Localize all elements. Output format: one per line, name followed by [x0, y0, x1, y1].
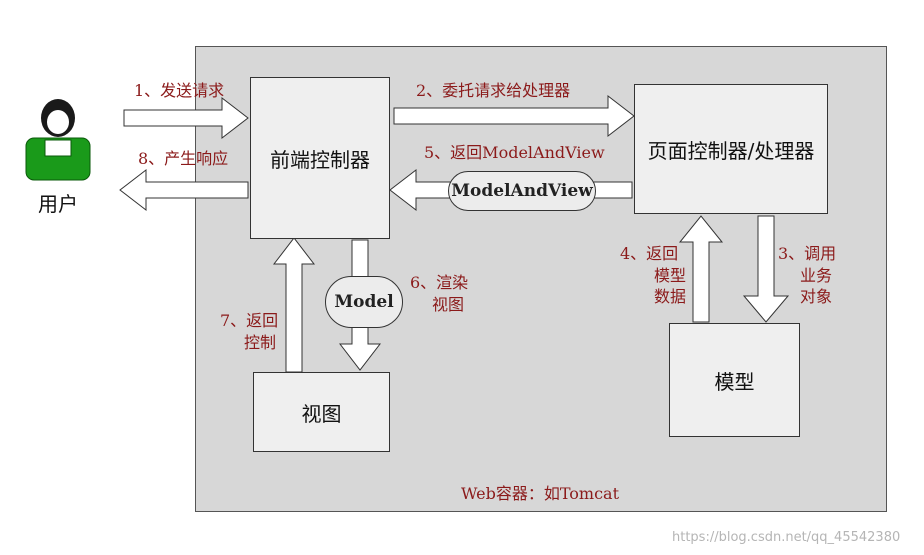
step5-label: 5、返回ModelAndView	[424, 143, 605, 162]
arrow-return-model-data	[678, 215, 724, 323]
arrow-delegate	[393, 94, 635, 138]
step7-line2: 控制	[244, 332, 277, 352]
step6-line1: 6、渲染	[410, 273, 469, 292]
step3-line3: 对象	[800, 287, 833, 307]
page-controller-label: 页面控制器/处理器	[647, 138, 815, 163]
view-box: 视图	[253, 372, 390, 452]
model-oval: Model	[325, 276, 403, 328]
arrow-return-control	[272, 237, 316, 373]
step1-label: 1、发送请求	[134, 81, 225, 100]
step4-line1: 4、返回	[620, 244, 679, 263]
arrow-call-business	[742, 215, 790, 323]
step6-line2: 视图	[432, 294, 465, 314]
arrow-send-request	[123, 96, 249, 140]
user-icon	[25, 99, 91, 181]
step2-label: 2、委托请求给处理器	[416, 81, 571, 100]
user-label: 用户	[38, 192, 78, 216]
container-label: Web容器：如Tomcat	[461, 484, 620, 503]
modelandview-oval: ModelAndView	[448, 171, 596, 211]
step4-line2: 模型	[654, 265, 687, 285]
model-box: 模型	[669, 323, 800, 437]
step3-line2: 业务	[800, 265, 833, 285]
step7-line1: 7、返回	[220, 311, 279, 330]
front-controller-box: 前端控制器	[250, 77, 390, 239]
step6-label: 6、渲染 视图	[410, 272, 468, 315]
page-controller-box: 页面控制器/处理器	[634, 84, 828, 214]
step7-label: 7、返回 控制	[220, 310, 278, 353]
model-oval-text: Model	[334, 292, 394, 312]
arrow-response	[119, 168, 249, 212]
front-controller-label: 前端控制器	[270, 147, 370, 172]
step3-line1: 3、调用	[778, 244, 837, 263]
view-label: 视图	[301, 401, 342, 426]
step3-label: 3、调用 业务 对象	[778, 243, 836, 308]
watermark: https://blog.csdn.net/qq_45542380	[672, 530, 901, 545]
step8-label: 8、产生响应	[138, 149, 229, 168]
step4-line3: 数据	[654, 287, 687, 307]
modelandview-oval-text: ModelAndView	[451, 181, 593, 201]
step4-label: 4、返回 模型 数据	[620, 243, 686, 308]
model-label: 模型	[714, 369, 755, 394]
